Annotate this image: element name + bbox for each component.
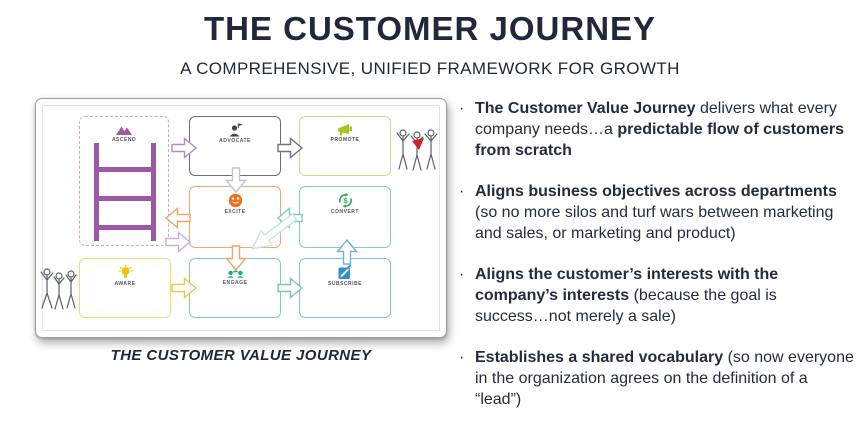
bullet-marker: · bbox=[459, 266, 465, 283]
stage-label: EXCITE bbox=[224, 209, 246, 215]
lightbulb-icon bbox=[117, 265, 133, 278]
arrow-advocate-to-excite bbox=[225, 167, 247, 193]
bullet-marker: · bbox=[459, 183, 465, 200]
stage-label: CONVERT bbox=[331, 209, 359, 215]
smiley-icon bbox=[228, 193, 242, 208]
customer-value-journey-diagram: ASCEND ADVOCATE bbox=[40, 105, 440, 331]
bullet-item: · Establishes a shared vocabulary (so now… bbox=[459, 347, 855, 410]
advocate-person-flag-icon bbox=[229, 123, 243, 137]
svg-text:$: $ bbox=[343, 196, 348, 205]
mountains-icon bbox=[116, 126, 132, 135]
arrow-advocate-to-promote bbox=[277, 137, 303, 159]
bullet-item: · Aligns business objectives across depar… bbox=[459, 181, 855, 244]
ladder-icon bbox=[94, 143, 156, 241]
journey-diagram-card: ASCEND ADVOCATE bbox=[35, 98, 447, 338]
bullet-list: · The Customer Value Journey delivers wha… bbox=[459, 98, 855, 430]
header: THE CUSTOMER JOURNEY A COMPREHENSIVE, UN… bbox=[0, 10, 860, 79]
bullet-text: Establishes a shared vocabulary (so now … bbox=[475, 349, 854, 408]
stage-label: SUBSCRIBE bbox=[328, 281, 362, 287]
stage-label: AWARE bbox=[114, 281, 136, 287]
stage-aware: AWARE bbox=[79, 258, 171, 318]
bullet-text: The Customer Value Journey delivers what… bbox=[475, 100, 845, 159]
subscribe-form-icon bbox=[338, 265, 352, 279]
stage-label: ADVOCATE bbox=[219, 138, 251, 144]
stage-promote: PROMOTE bbox=[299, 116, 391, 176]
bullet-item: · Aligns the customer’s interests with th… bbox=[459, 264, 855, 327]
arrow-engage-to-subscribe bbox=[277, 277, 303, 299]
arrow-ascend-to-advocate bbox=[171, 137, 197, 159]
arrow-convert-to-engage-diagonal bbox=[250, 212, 298, 250]
arrow-excite-to-engage bbox=[225, 245, 247, 271]
bullet-text: Aligns business objectives across depart… bbox=[475, 183, 837, 242]
arrow-aware-to-engage bbox=[171, 277, 197, 299]
stage-label: ASCEND bbox=[111, 137, 137, 143]
stage-ascend: ASCEND bbox=[79, 116, 169, 246]
arrow-subscribe-to-convert bbox=[336, 239, 358, 265]
page-subtitle: A COMPREHENSIVE, UNIFIED FRAMEWORK FOR G… bbox=[180, 59, 680, 78]
dollar-cycle-icon: $ bbox=[338, 193, 352, 208]
stage-label: PROMOTE bbox=[330, 137, 360, 143]
stick-figures-promoters bbox=[396, 129, 438, 171]
megaphone-icon bbox=[338, 124, 353, 136]
bullet-text: Aligns the customer’s interests with the… bbox=[475, 266, 779, 325]
bullet-marker: · bbox=[459, 349, 465, 366]
bullet-item: · The Customer Value Journey delivers wha… bbox=[459, 98, 855, 161]
diagram-caption: THE CUSTOMER VALUE JOURNEY bbox=[110, 347, 372, 364]
stage-label: ENGAGE bbox=[222, 280, 248, 286]
stick-figures-aware bbox=[40, 268, 77, 310]
arrow-excite-to-ascend bbox=[165, 207, 191, 229]
page-title: THE CUSTOMER JOURNEY bbox=[203, 10, 657, 47]
bullet-marker: · bbox=[459, 100, 465, 117]
arrow-ascend-loop bbox=[165, 231, 191, 253]
stage-subscribe: SUBSCRIBE bbox=[299, 258, 391, 318]
